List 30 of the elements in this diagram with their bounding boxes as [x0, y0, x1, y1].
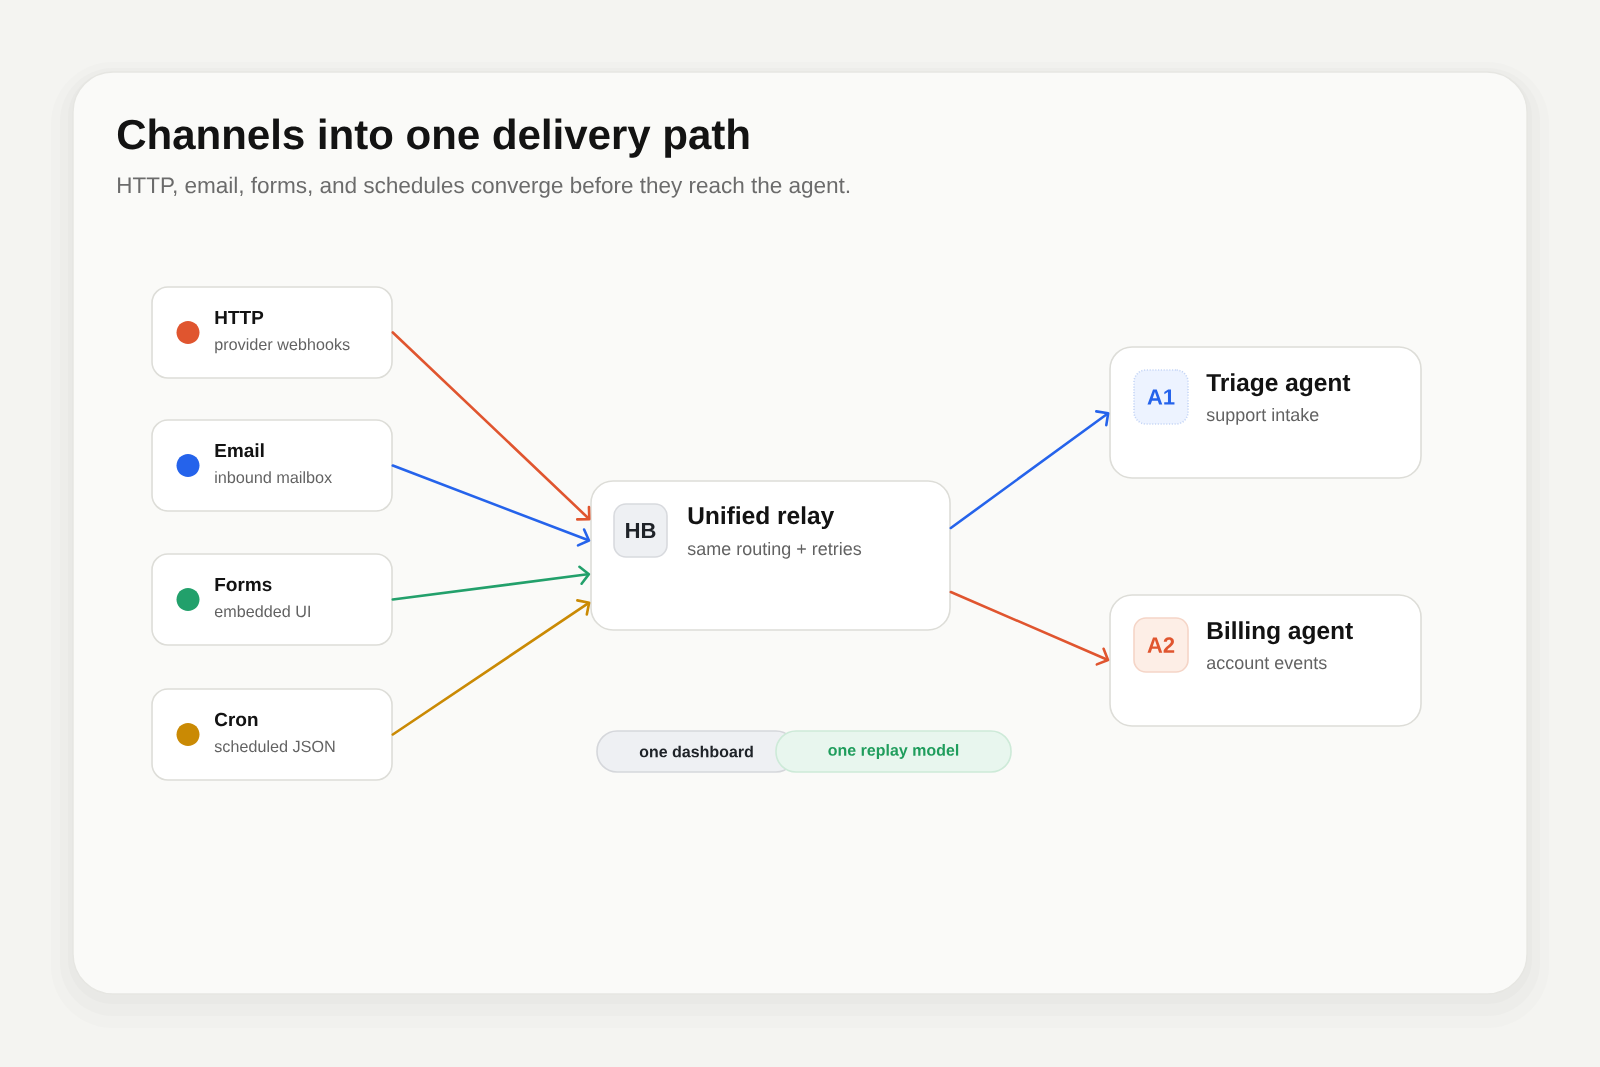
node-description: support intake — [1206, 407, 1319, 425]
arrow — [391, 599, 591, 736]
node-title: Billing agent — [1207, 621, 1353, 645]
node-description: same routing + retries — [687, 541, 862, 559]
initials-badge: A2 — [1133, 617, 1189, 673]
arrow — [391, 565, 591, 601]
channel-name: Forms — [215, 577, 272, 592]
node-title: Unified relay — [688, 506, 835, 530]
channel-box — [151, 553, 393, 646]
channel-box — [151, 286, 393, 379]
pill-tag: one replay model — [775, 730, 1012, 773]
arrow — [949, 410, 1110, 530]
channel-box — [151, 688, 393, 781]
channel-description: provider webhooks — [215, 338, 350, 354]
channel-description: inbound mailbox — [215, 471, 332, 484]
channel-description: embedded UI — [214, 605, 310, 618]
node-title: Triage agent — [1206, 373, 1351, 397]
initials-badge: HB — [613, 503, 668, 558]
initials-badge: A1 — [1133, 369, 1189, 425]
channel-name: HTTP — [215, 310, 264, 324]
diagram-title: Channels into one delivery path — [117, 118, 749, 158]
channel-box — [151, 419, 393, 512]
subtitle: HTTP, email, forms, and schedules converge before they reach the agent. — [118, 176, 850, 198]
channel-name: Email — [215, 443, 264, 458]
node-description: account events — [1207, 657, 1327, 670]
arrow — [949, 590, 1110, 666]
channel-description: scheduled JSON — [214, 740, 335, 753]
arrow — [391, 331, 591, 521]
channel-name: Cron — [215, 712, 258, 727]
arrow — [391, 464, 591, 547]
